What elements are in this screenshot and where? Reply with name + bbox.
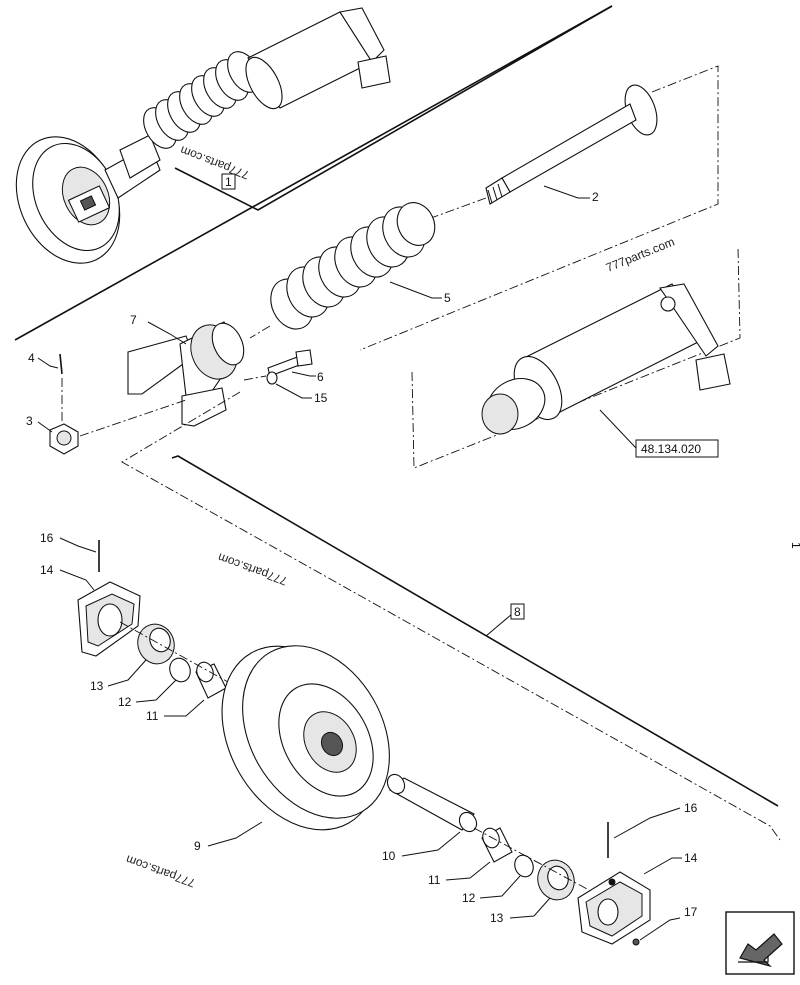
leader-16-left [59,537,97,553]
callout-15: 15 [314,391,328,405]
lower-group-connector-dash [121,391,781,841]
leader-17 [639,917,681,941]
watermark-lower-bottom: 777parts.com [124,852,197,890]
yoke-part [127,321,245,427]
assembly-bracket-line [174,5,613,211]
callout-4: 4 [28,351,35,365]
leader-5 [389,281,442,299]
watermark-lower-left: 777parts.com [216,550,289,588]
plug-part [632,938,640,946]
callout-7: 7 [130,313,137,327]
cylinder-ref-label: 48.134.020 [641,442,701,456]
leader-11-left [164,699,205,717]
leader-11-right [445,861,491,881]
callout-9: 9 [194,839,201,853]
leader-3 [37,421,53,433]
leader-4 [37,357,59,369]
spring-part [270,202,436,330]
callout-16-right: 16 [684,801,698,815]
arrow-icon[interactable] [725,911,795,975]
leader-14-left [59,569,95,591]
callout-13-right: 13 [490,911,504,925]
nut-to-yoke-dash [79,399,187,437]
cotter-pin-part [59,353,63,375]
callout-1: 1 [225,175,232,189]
bracket-left-part [77,581,141,657]
callout-16-left: 16 [40,531,54,545]
leader-14-right [643,857,682,875]
callout-8: 8 [514,605,521,619]
upper-separator-line [14,5,613,341]
shaft-part [386,773,478,833]
leader-7 [147,321,187,345]
pin-enclosure-dash [359,65,719,351]
leader-6 [291,371,316,377]
bracket-right-part [577,871,651,945]
leader-cylinder-ref [599,409,637,449]
callout-13-left: 13 [90,679,104,693]
leader-12-left [135,679,177,703]
leader-13-right [509,897,551,919]
pin-part [485,84,658,205]
callout-12-right: 12 [462,891,476,905]
callout-12-left: 12 [118,695,132,709]
watermark-mid: 777parts.com [604,235,677,275]
spring-axis-dash [249,325,271,339]
callout-2: 2 [592,190,599,204]
leader-9 [207,821,263,847]
o-ring-right-part [514,854,534,878]
assembled-tensioner-illustration [15,7,391,264]
leader-15 [275,383,312,399]
bolt-axis-dash [243,375,267,381]
leader-16-right [613,807,681,839]
o-ring-left-part [169,657,191,683]
washer-part [266,371,278,385]
leader-13-left [107,659,147,687]
callout-14-left: 14 [40,563,54,577]
edge-mark: 1 [789,542,800,549]
right-stack-axis-dash [473,827,601,897]
callout-5: 5 [444,291,451,305]
leader-12-right [479,875,521,899]
leader-10 [401,831,461,857]
lower-separator-line [171,455,779,807]
callout-17: 17 [684,905,698,919]
cylinder-part [481,283,731,435]
cylinder-ref-box [635,439,719,458]
callout-11-right: 11 [428,873,441,887]
bolt-part [267,349,313,377]
callout-3: 3 [26,414,33,428]
leader-8 [485,613,513,637]
callout-6: 6 [317,370,324,384]
callout-10: 10 [382,849,396,863]
idler-wheel-part [221,645,390,831]
callout-14-right: 14 [684,851,698,865]
bushing-right-part [481,827,513,863]
callout-11-left: 11 [146,709,159,723]
leader-2 [543,185,590,199]
watermark-top: 777parts.com [178,143,251,182]
callout-box-idler [510,603,525,620]
callout-box-assembly [221,173,236,190]
